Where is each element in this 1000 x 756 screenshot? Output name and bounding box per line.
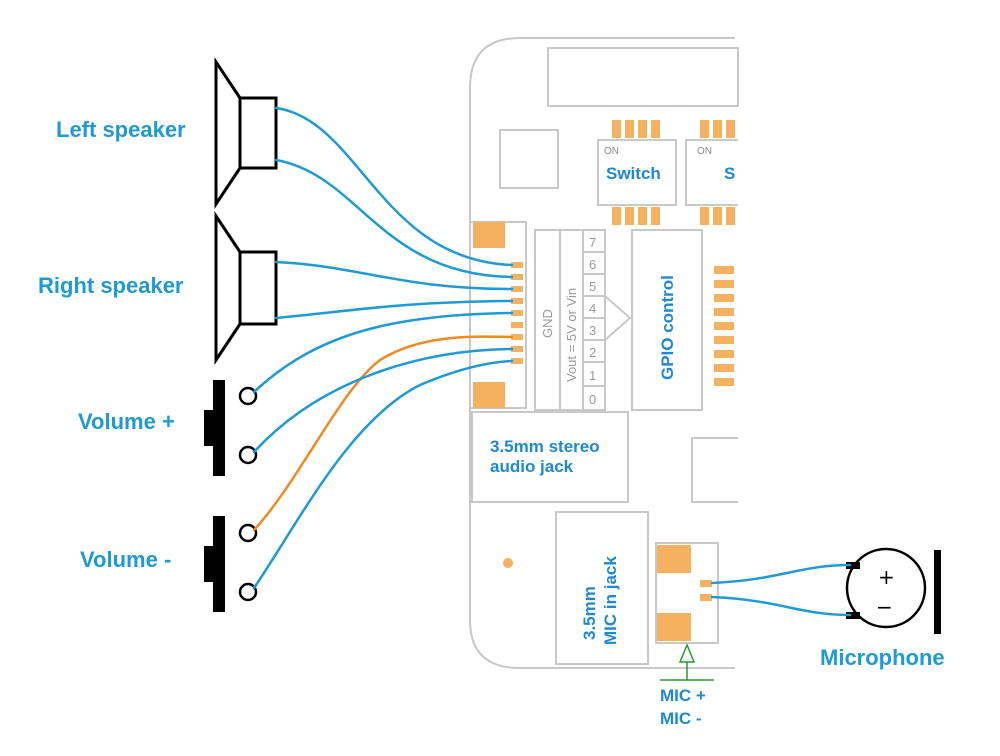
volume-minus-label: Volume - bbox=[80, 547, 171, 572]
left-speaker bbox=[214, 57, 278, 209]
mic-pin-arrow bbox=[660, 643, 714, 681]
audio-jack-label-1: 3.5mm stereo bbox=[490, 437, 600, 456]
wire-mic-plus bbox=[710, 563, 852, 585]
microphone: + − bbox=[845, 547, 941, 634]
wire-mic-minus bbox=[710, 595, 852, 617]
pin-label: 7 bbox=[589, 235, 596, 250]
left-speaker-label: Left speaker bbox=[56, 117, 186, 142]
wire-vol-minus-2 bbox=[252, 359, 514, 590]
switch-label: Switch bbox=[606, 164, 661, 183]
speaker-connector bbox=[469, 221, 527, 409]
right-speaker bbox=[214, 211, 278, 365]
pin-label: 5 bbox=[589, 279, 596, 294]
mic-minus-label: MIC - bbox=[660, 709, 702, 728]
gpio-control-box: GPIO control bbox=[631, 229, 734, 411]
pin-label: 3 bbox=[589, 323, 596, 338]
switch-2: ON S bbox=[685, 120, 738, 225]
wire-vol-plus-2 bbox=[252, 347, 514, 454]
mic-minus-sign: − bbox=[876, 595, 893, 619]
wire-vol-plus-1 bbox=[252, 311, 514, 394]
volume-minus-button bbox=[204, 516, 258, 612]
pin-label: 4 bbox=[589, 301, 596, 316]
microphone-label: Microphone bbox=[820, 645, 945, 670]
switch-on-label: ON bbox=[604, 146, 619, 157]
vout-label: Vout = 5V or Vin bbox=[564, 288, 579, 382]
mic-plus-label: MIC + bbox=[660, 686, 706, 705]
mic-jack-label-2: MIC in jack bbox=[601, 556, 620, 645]
board: ON Switch ON S bbox=[469, 37, 739, 728]
audio-jack-label-2: audio jack bbox=[490, 457, 574, 476]
mic-plus-sign: + bbox=[878, 565, 895, 589]
chip bbox=[499, 129, 559, 189]
gpio-control-label: GPIO control bbox=[658, 275, 677, 380]
pin-label: 1 bbox=[589, 368, 596, 383]
wires bbox=[252, 106, 852, 617]
wire-left-speaker-2 bbox=[274, 158, 514, 279]
wire-orange bbox=[252, 335, 514, 532]
audio-jack: 3.5mm stereo audio jack bbox=[471, 411, 738, 503]
volume-plus-label: Volume + bbox=[78, 409, 175, 434]
gnd-label: GND bbox=[540, 309, 555, 338]
switch-2-on-label: ON bbox=[697, 146, 712, 157]
mic-connector bbox=[655, 542, 719, 644]
mic-jack: 3.5mm MIC in jack bbox=[555, 511, 649, 665]
volume-plus-button bbox=[204, 380, 258, 476]
pin-label: 6 bbox=[589, 257, 596, 272]
wire-left-speaker-1 bbox=[274, 106, 514, 267]
pin-label: 0 bbox=[589, 392, 596, 407]
top-connector bbox=[547, 47, 739, 107]
right-speaker-label: Right speaker bbox=[38, 273, 184, 298]
wire-right-speaker-1 bbox=[274, 260, 514, 291]
pin-label: 2 bbox=[589, 345, 596, 360]
mounting-dot bbox=[503, 558, 513, 568]
mic-jack-label-1: 3.5mm bbox=[580, 586, 599, 640]
gpio-header: 7 6 5 4 3 2 1 0 GND Vout = 5V or Vin bbox=[534, 229, 632, 411]
switch-2-label: S bbox=[724, 164, 735, 183]
wire-right-speaker-2 bbox=[274, 299, 514, 320]
switch-1: ON Switch bbox=[597, 120, 677, 225]
